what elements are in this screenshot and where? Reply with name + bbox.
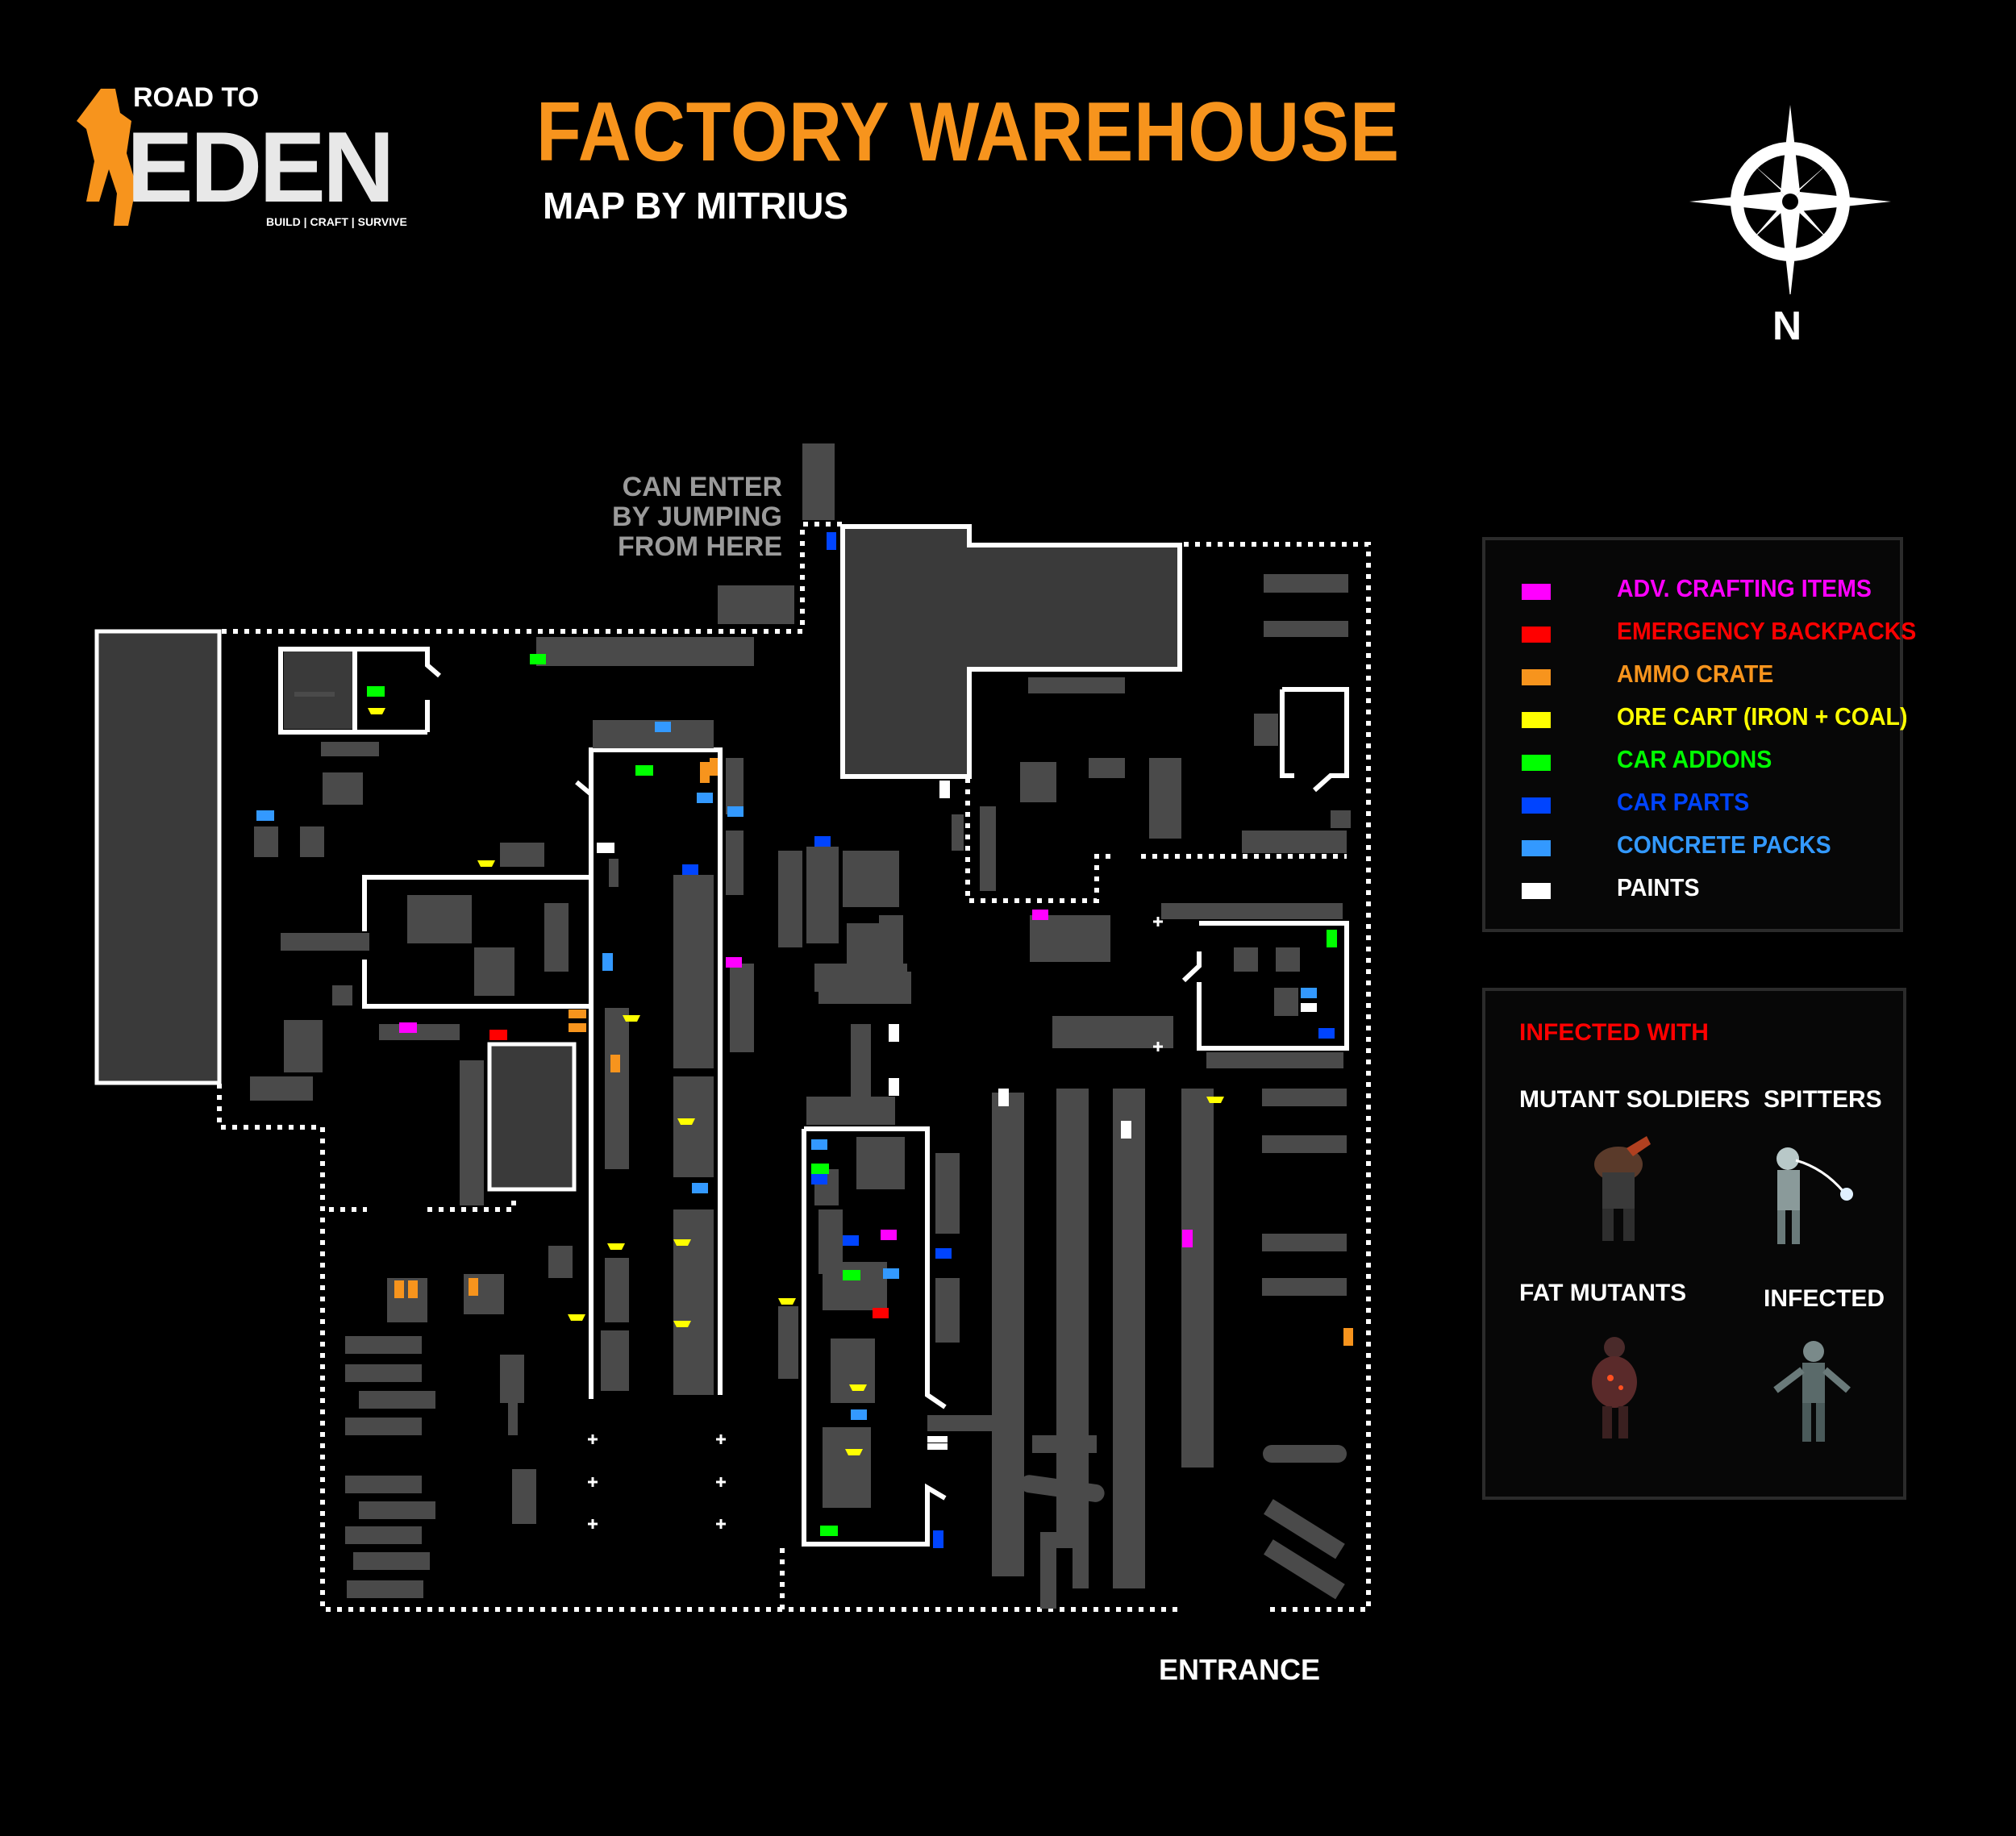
loot-markers — [256, 532, 1353, 1548]
legend-label: CAR PARTS — [1617, 788, 1750, 816]
loot-legend: ADV. CRAFTING ITEMS EMERGENCY BACKPACKS … — [1482, 537, 1916, 932]
spawn-markers — [588, 917, 1163, 1529]
main-hall — [840, 524, 1182, 779]
long-warehouse-west — [94, 629, 222, 1085]
legend-swatch — [1522, 584, 1551, 600]
jump-note-line-3: FROM HERE — [618, 531, 782, 562]
legend-swatch — [1522, 627, 1551, 643]
interior-walls — [278, 647, 1349, 1547]
enemy-label: FAT MUTANTS — [1519, 1280, 1687, 1306]
perimeter-fence — [217, 522, 1371, 1612]
jump-note-line-2: BY JUMPING — [612, 502, 782, 532]
road-to-eden-logo: ROAD TO EDEN BUILD | CRAFT | SURVIVE — [77, 82, 407, 228]
legend-label: ORE CART (IRON + COAL) — [1617, 702, 1908, 731]
legend-label: CAR ADDONS — [1617, 745, 1772, 773]
small-office-room — [284, 652, 355, 729]
legend-label: ADV. CRAFTING ITEMS — [1617, 574, 1872, 602]
page-title: FACTORY WAREHOUSE — [536, 85, 1400, 179]
enemy-label: INFECTED — [1764, 1285, 1885, 1312]
legend-swatch — [1522, 712, 1551, 728]
legend-swatch — [1522, 755, 1551, 771]
logo-top-text: ROAD TO — [133, 82, 259, 113]
legend-swatch — [1522, 797, 1551, 814]
logo-tagline: BUILD | CRAFT | SURVIVE — [266, 215, 407, 228]
mutant-soldier-icon — [1594, 1136, 1651, 1241]
legend-label: PAINTS — [1617, 873, 1700, 901]
enemy-label: MUTANT SOLDIERS — [1519, 1086, 1751, 1113]
storage-block — [487, 1042, 577, 1192]
enemy-label: SPITTERS — [1764, 1086, 1882, 1113]
infected-panel: INFECTED WITH MUTANT SOLDIERS SPITTERS F… — [1482, 988, 1906, 1500]
map-author: MAP BY MITRIUS — [543, 185, 849, 227]
legend-swatch — [1522, 840, 1551, 856]
legend-label: CONCRETE PACKS — [1617, 831, 1831, 859]
crate-stacks — [250, 443, 1351, 1598]
spitter-icon — [1776, 1147, 1853, 1244]
legend-swatch — [1522, 669, 1551, 685]
ore-cart-markers — [368, 708, 1224, 1455]
buildings — [94, 524, 1182, 1192]
infected-heading: INFECTED WITH — [1519, 1019, 1709, 1046]
jump-note-line-1: CAN ENTER — [622, 472, 782, 502]
legend-swatch — [1522, 883, 1551, 899]
logo-main-text: EDEN — [127, 112, 392, 223]
fat-mutant-icon — [1592, 1337, 1637, 1438]
compass-icon — [1689, 105, 1891, 294]
legend-label: EMERGENCY BACKPACKS — [1617, 617, 1917, 645]
legend-label: AMMO CRATE — [1617, 660, 1774, 688]
rounded-obstacles — [1020, 1445, 1347, 1609]
entrance-label: ENTRANCE — [1159, 1653, 1321, 1686]
compass-north-label: N — [1772, 303, 1802, 348]
infected-icon — [1773, 1341, 1851, 1442]
